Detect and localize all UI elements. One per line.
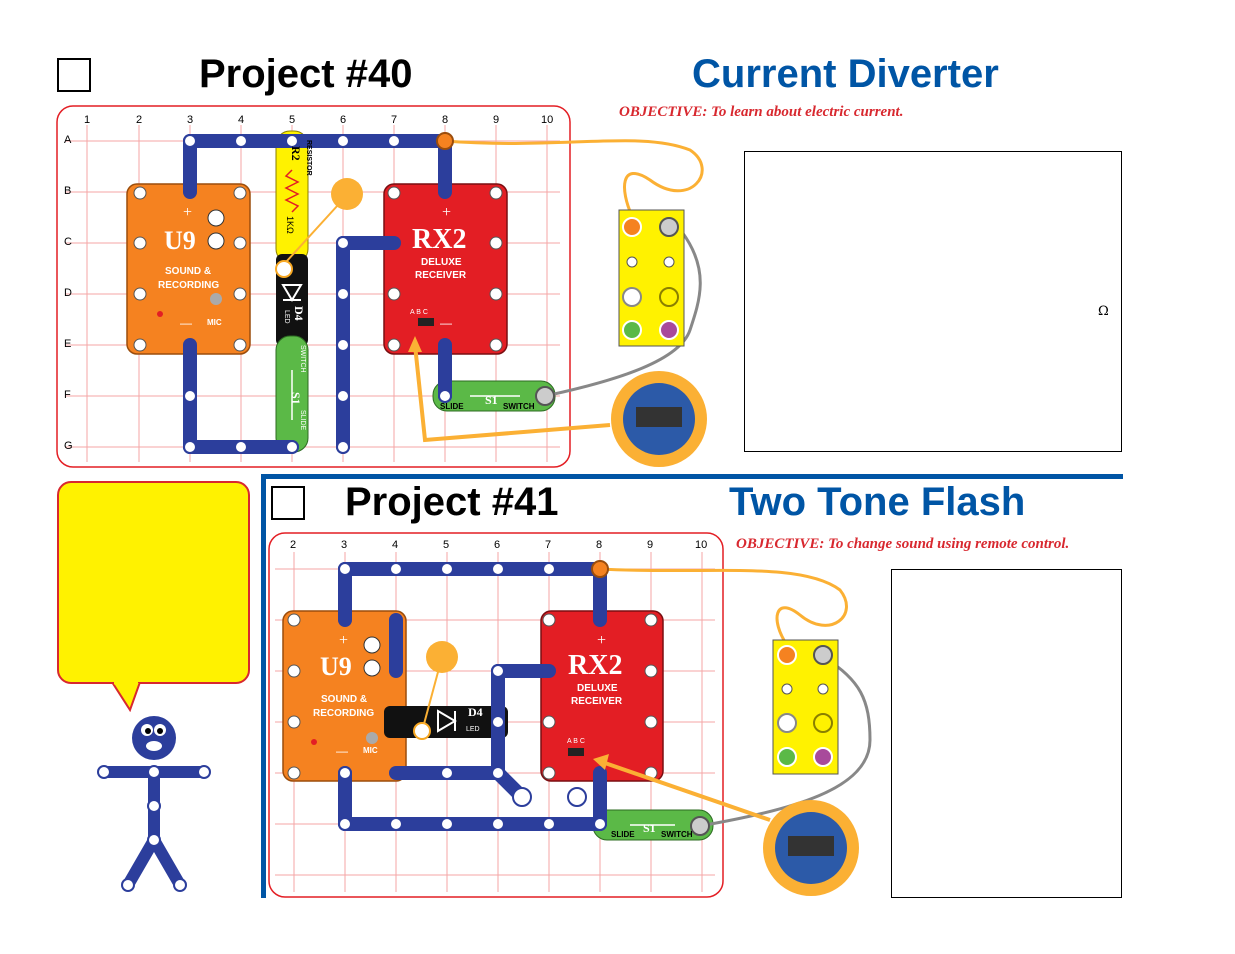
grid-row-label: E (64, 338, 72, 350)
grid-col-label: 8 (596, 539, 603, 551)
grid-col-label: 10 (695, 539, 708, 551)
project-41-accessory-panel (772, 639, 839, 775)
section-divider-vertical (261, 474, 266, 898)
grid-col-label: 2 (290, 539, 297, 551)
s1-horizontal-slide-label: SLIDE (440, 402, 464, 411)
project-40-checkbox[interactable] (57, 58, 91, 92)
rx2-title: RX2 (412, 224, 467, 255)
grid-col-label: 6 (494, 539, 501, 551)
u9-minus-sign: — (180, 316, 192, 330)
project-40-d4-led (275, 254, 308, 346)
grid-col-label: 5 (443, 539, 450, 551)
grid-col-label: 10 (541, 114, 554, 126)
p41-u9-title: U9 (320, 652, 352, 681)
p41-u9-label-line1: SOUND & (321, 694, 368, 705)
project-41-name: Two Tone Flash (729, 480, 1026, 524)
p41-u9-mic-label: MIC (363, 746, 378, 755)
project-41-objective: OBJECTIVE: To change sound using remote … (736, 536, 1070, 552)
u9-title: U9 (164, 226, 196, 255)
grid-col-label: 9 (493, 114, 500, 126)
project-40-u9-sound-module (126, 183, 251, 355)
rx2-plus-sign: + (442, 204, 452, 221)
s1-horizontal-title: S1 (485, 393, 498, 407)
project-41-snap-dots (338, 562, 607, 831)
p41-rx2-title: RX2 (568, 650, 623, 681)
u9-label-line2: RECORDING (158, 280, 220, 291)
grid-col-label: 9 (647, 539, 654, 551)
grid-col-label: 5 (289, 114, 296, 126)
project-40-accessory-panel (618, 209, 685, 347)
project-40-name: Current Diverter (692, 52, 999, 96)
grid-row-label: A (64, 134, 72, 146)
project-40-objective: OBJECTIVE: To learn about electric curre… (619, 104, 904, 120)
grid-row-label: B (64, 185, 72, 197)
project-41-d4-led (384, 706, 508, 740)
project-40-highlight-dot (331, 178, 363, 210)
p41-u9-label-line2: RECORDING (313, 708, 375, 719)
p41-d4-label: LED (466, 726, 480, 733)
s1-horizontal-switch-label: SWITCH (503, 402, 535, 411)
grid-row-label: F (64, 389, 71, 401)
grid-col-label: 4 (392, 539, 399, 551)
p41-u9-plus-sign: + (339, 632, 349, 649)
grid-col-label: 3 (341, 539, 348, 551)
project-40-description-box: Ω (744, 151, 1122, 452)
u9-plus-sign: + (183, 204, 193, 221)
grid-col-label: 7 (391, 114, 398, 126)
grid-col-label: 8 (442, 114, 449, 126)
p41-s1-slide-label: SLIDE (611, 830, 635, 839)
grid-col-label: 6 (340, 114, 347, 126)
grid-row-label: C (64, 236, 72, 248)
p41-rx2-abc-label: A B C (567, 738, 585, 745)
rx2-abc-label: A B C (410, 309, 428, 316)
p41-s1-switch-label: SWITCH (661, 830, 693, 839)
project-40-title: Project #40 (199, 52, 413, 96)
speech-bubble (57, 481, 250, 684)
p41-rx2-label-line2: RECEIVER (571, 696, 623, 707)
project-41-u9-sound-module (282, 610, 407, 782)
speech-bubble-tail (110, 682, 142, 712)
grid-row-label: G (64, 440, 73, 452)
grid-col-label: 1 (84, 114, 91, 126)
p41-d4-title: D4 (468, 705, 483, 719)
project-41-description-box (891, 569, 1122, 898)
u9-label-line1: SOUND & (165, 266, 212, 277)
rx2-label-line2: RECEIVER (415, 270, 467, 281)
p41-s1-title: S1 (643, 821, 656, 835)
rx2-label-line1: DELUXE (421, 257, 462, 268)
p41-rx2-plus-sign: + (597, 632, 607, 649)
rx2-minus-sign: — (440, 316, 452, 330)
p41-rx2-label-line1: DELUXE (577, 683, 618, 694)
grid-row-label: D (64, 287, 72, 299)
p41-u9-minus-sign: — (336, 744, 348, 758)
project-41-title: Project #41 (345, 480, 559, 524)
u9-mic-label: MIC (207, 318, 222, 327)
project-41-checkbox[interactable] (271, 486, 305, 520)
grid-col-label: 4 (238, 114, 245, 126)
section-divider-horizontal (261, 474, 1123, 479)
grid-col-label: 2 (136, 114, 143, 126)
ohm-symbol: Ω (1098, 304, 1109, 319)
grid-col-label: 3 (187, 114, 194, 126)
project-41-highlight-dot (426, 641, 458, 673)
snap-mascot (97, 716, 211, 892)
grid-col-label: 7 (545, 539, 552, 551)
